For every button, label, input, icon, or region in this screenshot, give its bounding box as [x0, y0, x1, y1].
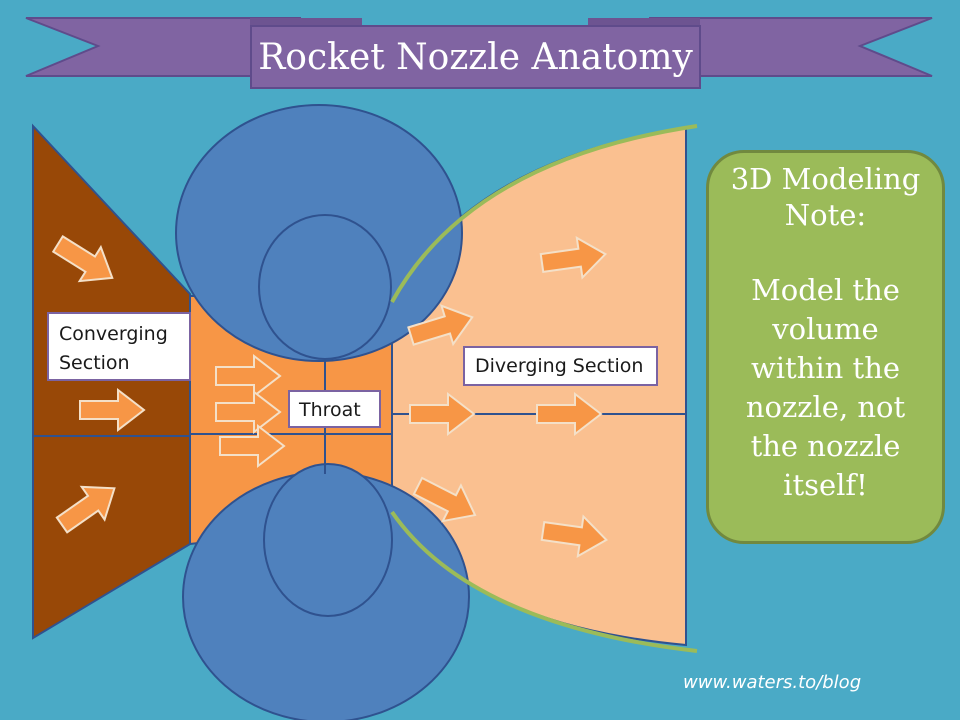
- banner-center: [250, 25, 701, 89]
- modeling-note-box: 3D Modeling Note: Model the volume withi…: [706, 150, 945, 544]
- converging-section-top: [32, 123, 191, 437]
- note-body-line: volume: [772, 312, 879, 346]
- converging-section-bottom: [32, 435, 191, 640]
- diverging-section-label: Diverging Section: [463, 346, 658, 386]
- note-heading: 3D Modeling Note:: [709, 161, 942, 233]
- footer-url: www.waters.to/blog: [683, 672, 862, 693]
- upper-wall-inner: [258, 214, 392, 360]
- note-heading-line1: 3D Modeling: [730, 162, 921, 196]
- note-body-line: Model the: [751, 273, 900, 307]
- note-body-line: nozzle, not: [745, 390, 906, 424]
- lower-wall-inner: [263, 463, 393, 617]
- note-heading-line2: Note:: [784, 198, 867, 232]
- converging-label-line1: Converging: [59, 323, 168, 345]
- note-body-line: the nozzle: [750, 429, 901, 463]
- note-body-line: within the: [750, 351, 901, 385]
- note-body-line: itself!: [783, 468, 868, 502]
- page-title: Rocket Nozzle Anatomy: [258, 36, 693, 78]
- upper-contour-line: [390, 124, 698, 303]
- converging-label-line2: Section: [59, 352, 130, 374]
- title-banner: [25, 17, 933, 89]
- throat-label: Throat: [288, 390, 381, 428]
- lower-contour-line: [390, 510, 698, 653]
- note-body: Model the volume within the nozzle, not …: [709, 271, 942, 505]
- converging-section-label: Converging Section: [47, 312, 191, 381]
